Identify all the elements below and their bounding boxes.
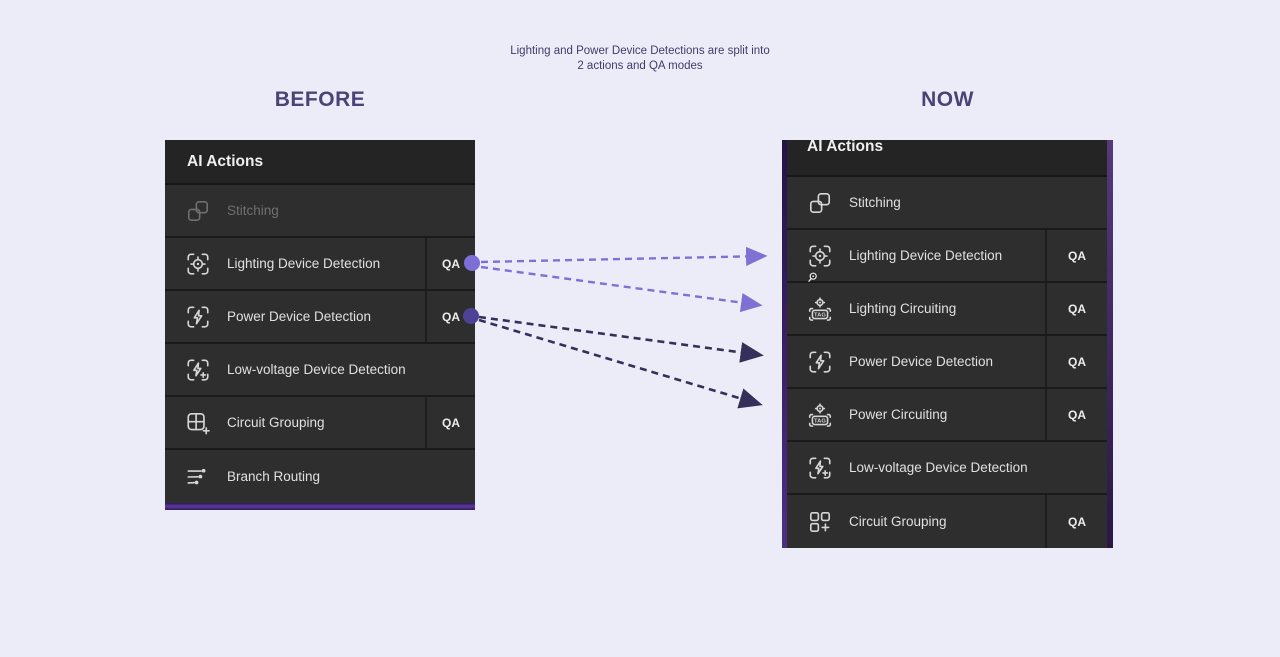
arrow-lighting-to-detection [480,246,768,266]
action-item-power-circuiting[interactable]: TAG Power Circuiting QA [787,389,1107,442]
action-item-power-device-detection[interactable]: Power Device Detection QA [165,291,475,344]
lighting-circuiting-icon: TAG [807,296,833,322]
panel-title: AI Actions [187,152,264,170]
qa-toggle[interactable]: QA [425,397,475,448]
action-item-circuit-grouping[interactable]: Circuit Grouping QA [787,495,1107,548]
qa-toggle[interactable]: QA [1045,495,1107,548]
before-heading: BEFORE [274,88,366,111]
action-item-stitching: Stitching [165,185,475,238]
panel-content: AI Actions Stitching [787,140,1107,548]
power-device-detection-icon [185,304,211,330]
action-item-label: Lighting Circuiting [849,301,957,316]
action-item-label: Power Circuiting [849,407,948,422]
panel-left-accent-border [782,140,787,548]
panel-header: AI Actions [787,140,1107,177]
action-item-label: Circuit Grouping [227,415,325,430]
low-voltage-device-detection-icon [807,455,833,481]
stitching-icon [185,198,211,224]
action-list: Stitching Lighting Device Detection QA [787,177,1107,548]
qa-toggle[interactable]: QA [1045,389,1107,440]
action-item-label: Lighting Device Detection [849,248,1003,263]
circuit-grouping-icon [807,509,833,535]
power-device-detection-icon [807,349,833,375]
panel-right-accent-border [1107,140,1113,548]
now-ai-actions-panel: AI Actions Stitching [782,140,1113,548]
qa-toggle[interactable]: QA [1045,283,1107,334]
action-item-lighting-device-detection[interactable]: Lighting Device Detection QA [787,230,1107,283]
action-item-label: Power Device Detection [227,309,372,324]
low-voltage-device-detection-icon [185,357,211,383]
action-item-power-device-detection[interactable]: Power Device Detection QA [787,336,1107,389]
power-circuiting-icon: TAG [807,402,833,428]
action-item-label: Stitching [849,195,901,210]
tag-badge-label: TAG [814,418,826,424]
panel-accent-bar [165,503,475,510]
stitching-icon [807,190,833,216]
lighting-device-detection-icon [807,243,833,269]
branch-routing-icon [185,464,211,490]
action-item-low-voltage-device-detection[interactable]: Low-voltage Device Detection [787,442,1107,495]
action-item-label: Low-voltage Device Detection [849,460,1028,475]
action-item-stitching[interactable]: Stitching [787,177,1107,230]
circuit-grouping-icon [185,410,211,436]
caption: Lighting and Power Device Detections are… [0,44,1280,74]
arrow-power-to-circuiting [478,318,763,409]
qa-toggle[interactable]: QA [425,238,475,289]
qa-toggle[interactable]: QA [425,291,475,342]
panel-title: AI Actions [807,140,884,155]
arrow-lighting-to-circuiting [480,265,763,313]
action-item-label: Low-voltage Device Detection [227,362,406,377]
before-ai-actions-panel: AI Actions Stitching Lighting Device Det… [165,140,475,510]
now-heading: NOW [921,88,974,111]
lighting-device-detection-icon [185,251,211,277]
action-item-lighting-device-detection[interactable]: Lighting Device Detection QA [165,238,475,291]
action-item-label: Branch Routing [227,469,321,484]
action-item-branch-routing[interactable]: Branch Routing [165,450,475,503]
action-list: Stitching Lighting Device Detection QA [165,185,475,503]
qa-toggle[interactable]: QA [1045,230,1107,281]
qa-toggle[interactable]: QA [1045,336,1107,387]
action-item-label: Power Device Detection [849,354,994,369]
caption-line-1: Lighting and Power Device Detections are… [510,45,770,57]
action-item-label: Stitching [227,203,279,218]
panel-header: AI Actions [165,140,475,185]
action-item-label: Circuit Grouping [849,514,947,529]
action-item-circuit-grouping[interactable]: Circuit Grouping QA [165,397,475,450]
tag-badge-label: TAG [814,312,826,318]
arrow-power-to-detection [478,315,764,363]
action-item-low-voltage-device-detection[interactable]: Low-voltage Device Detection [165,344,475,397]
action-item-label: Lighting Device Detection [227,256,381,271]
action-item-lighting-circuiting[interactable]: TAG Lighting Circuiting QA [787,283,1107,336]
caption-line-2: 2 actions and QA modes [577,60,703,72]
